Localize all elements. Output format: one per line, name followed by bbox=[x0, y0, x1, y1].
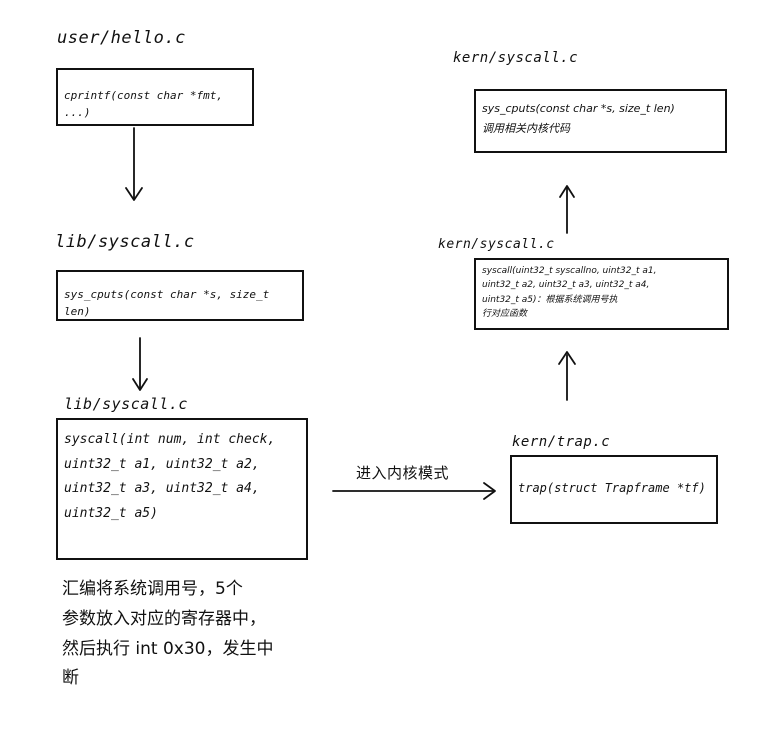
file-label-user-hello: user/hello.c bbox=[57, 28, 186, 48]
file-label-kern-syscall-top: kern/syscall.c bbox=[453, 50, 579, 66]
arrow-trap-to-kern-syscall bbox=[558, 351, 576, 401]
cprintf-box: cprintf(const char *fmt, ...) bbox=[56, 68, 254, 126]
file-label-lib-syscall-1: lib/syscall.c bbox=[55, 232, 195, 252]
cprintf-signature: cprintf(const char *fmt, ...) bbox=[64, 89, 223, 120]
edge-label-enter-kernel: 进入内核模式 bbox=[356, 464, 450, 482]
arrow-cprintf-to-sys-cputs bbox=[125, 127, 143, 201]
file-label-kern-trap: kern/trap.c bbox=[512, 434, 611, 450]
kern-trap-box: trap(struct Trapframe *tf) bbox=[510, 455, 718, 524]
lib-syscall-signature: syscall(int num, int check, uint32_t a1,… bbox=[64, 432, 276, 522]
lib-sys-cputs-signature: sys_cputs(const char *s, size_t len) bbox=[64, 288, 270, 319]
file-label-kern-syscall-mid: kern/syscall.c bbox=[438, 237, 555, 252]
arrow-sys-cputs-to-syscall bbox=[132, 337, 148, 391]
kern-syscall-box: syscall(uint32_t syscallno, uint32_t a1,… bbox=[474, 258, 729, 330]
kern-sys-cputs-box: sys_cputs(const char *s, size_t len) 调用相… bbox=[474, 89, 727, 153]
lib-syscall-box: syscall(int num, int check, uint32_t a1,… bbox=[56, 418, 308, 560]
kern-trap-signature: trap(struct Trapframe *tf) bbox=[518, 481, 706, 495]
arrow-kern-syscall-to-sys-cputs bbox=[559, 185, 575, 234]
kern-syscall-signature: syscall(uint32_t syscallno, uint32_t a1,… bbox=[482, 266, 657, 320]
arrow-syscall-to-trap bbox=[332, 482, 496, 500]
lib-sys-cputs-box: sys_cputs(const char *s, size_t len) bbox=[56, 270, 304, 321]
assembly-note: 汇编将系统调用号，5个 参数放入对应的寄存器中， 然后执行 int 0x30，发… bbox=[62, 579, 274, 689]
file-label-lib-syscall-2: lib/syscall.c bbox=[64, 395, 188, 413]
kern-sys-cputs-signature: sys_cputs(const char *s, size_t len) 调用相… bbox=[482, 102, 675, 135]
